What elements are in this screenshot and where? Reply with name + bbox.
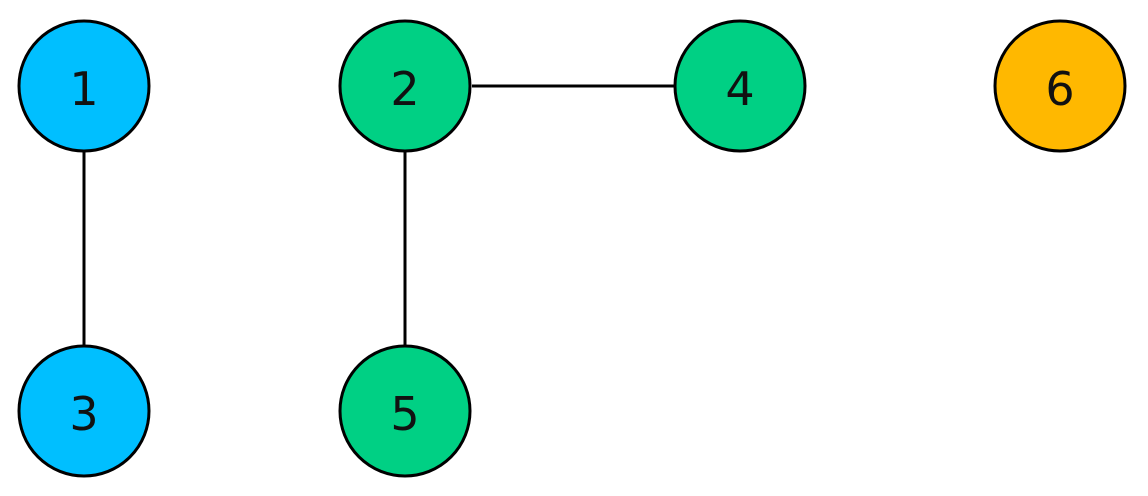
node-4-label: 4 — [725, 62, 754, 116]
node-1: 1 — [17, 19, 151, 153]
node-2-circle — [338, 19, 472, 153]
node-3-circle — [17, 344, 151, 478]
node-5-circle — [338, 344, 472, 478]
node-1-circle — [17, 19, 151, 153]
node-6-label: 6 — [1045, 62, 1074, 116]
edges-layer — [82, 84, 674, 346]
node-4: 4 — [673, 19, 807, 153]
node-6-circle — [993, 19, 1127, 153]
node-3: 3 — [17, 344, 151, 478]
node-4-circle — [673, 19, 807, 153]
node-5: 5 — [338, 344, 472, 478]
node-3-label: 3 — [69, 387, 98, 441]
node-6: 6 — [993, 19, 1127, 153]
node-1-label: 1 — [69, 62, 98, 116]
node-5-label: 5 — [390, 387, 419, 441]
node-2-label: 2 — [390, 62, 419, 116]
node-2: 2 — [338, 19, 472, 153]
nodes-layer: 1 2 3 4 5 6 — [17, 19, 1127, 478]
